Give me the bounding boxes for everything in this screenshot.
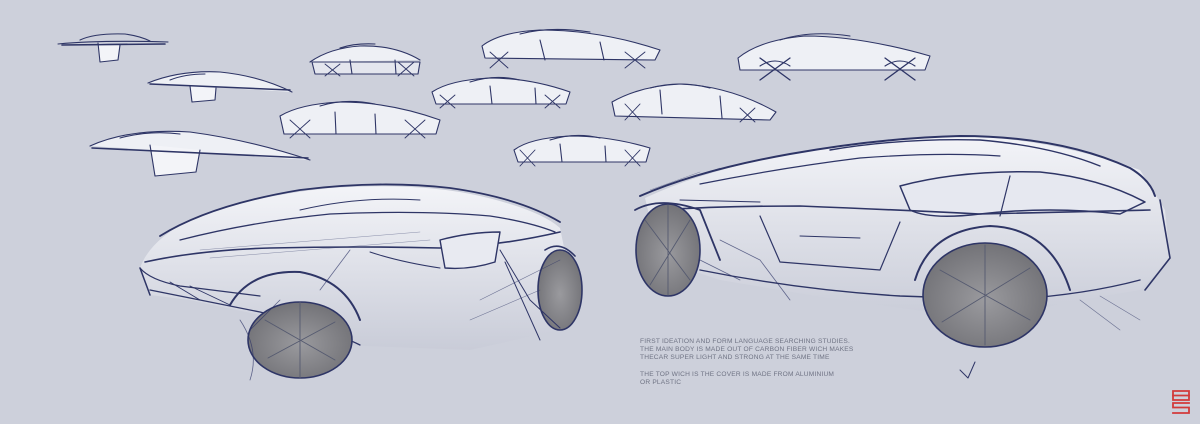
thumb-sketch-8 — [279, 100, 441, 139]
thumb-sketch-4 — [737, 33, 931, 81]
thumb-sketch-6 — [431, 76, 571, 109]
large-car-sketch-side — [634, 135, 1171, 379]
notes-line: THECAR SUPER LIGHT AND STRONG AT THE SAM… — [640, 354, 830, 362]
notes-line: THE TOP WICH IS THE COVER IS MADE FROM A… — [640, 370, 835, 378]
notes-paragraph-2: THE TOP WICH IS THE COVER IS MADE FROM A… — [640, 371, 900, 387]
thumbnail-sketches — [57, 28, 931, 177]
thumb-sketch-10 — [513, 134, 651, 167]
notes-line: FIRST IDEATION AND FORM LANGUAGE SEARCHI… — [640, 338, 850, 345]
thumb-sketch-9 — [89, 130, 311, 177]
notes-line: OR PLASTIC — [640, 378, 682, 386]
design-notes: FIRST IDEATION AND FORM LANGUAGE SEARCHI… — [640, 338, 900, 387]
thumb-sketch-7 — [611, 83, 777, 123]
thumb-sketch-2 — [309, 43, 421, 77]
notes-paragraph-1: FIRST IDEATION AND FORM LANGUAGE SEARCHI… — [640, 338, 900, 363]
large-car-sketch-front — [139, 183, 583, 381]
designer-signature-logo — [1172, 390, 1190, 414]
thumb-sketch-1 — [57, 33, 169, 63]
thumb-sketch-3 — [481, 28, 661, 69]
thumb-sketch-5 — [147, 71, 293, 103]
notes-line: THE MAIN BODY IS MADE OUT OF CARBON FIBE… — [640, 346, 854, 354]
